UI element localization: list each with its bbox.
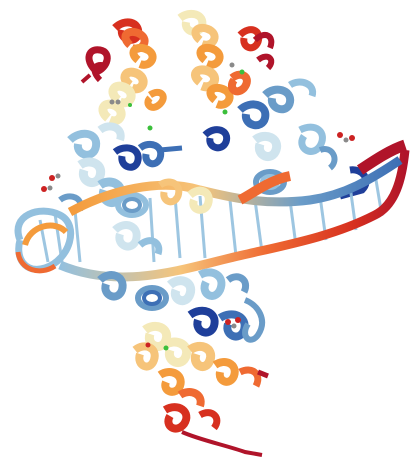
helix-coil [115,192,149,218]
helix-segment [262,85,295,114]
helix-segment [108,81,136,108]
helix-segment [225,273,249,294]
helix-segment [157,178,183,206]
helix-segment [112,221,141,251]
helix-segment [197,268,226,300]
helix-segment [162,403,191,433]
helix-segment [206,83,234,109]
helix-segment [187,306,219,337]
loop [242,297,266,343]
dna-base-pairs [38,173,384,263]
helix-segment [120,67,148,94]
lower-domain [97,268,269,457]
ligand-top [109,62,235,105]
dna-backbone-end [22,222,69,247]
helix-segment [187,186,213,214]
helix-segment [187,341,216,371]
helix-segment [97,122,125,142]
helix-coil [135,285,169,311]
middle-left-blue-domain [58,122,183,218]
helix-coil [142,290,162,306]
central-helices [112,178,213,256]
helix-segment [198,409,221,431]
loop [159,145,183,153]
helix-segment [212,358,239,386]
dna-double-helix [14,139,410,282]
c-terminal-tail [181,430,263,457]
ligands [41,62,355,351]
helix-segment [287,78,317,98]
helix-segment [252,31,275,50]
helix-segment [91,62,108,83]
ions-green [128,69,245,351]
helix-segment [157,368,185,396]
top-right-domain [177,9,275,109]
helix-segment [237,100,270,130]
helix-segment [191,23,219,49]
helix-segment [137,237,163,256]
helix-segment [67,129,101,159]
helix-segment [137,140,165,168]
dna-strand-end [356,139,407,175]
dna-strand-b-highlight [237,171,292,205]
top-left-domain [80,18,167,126]
helix-segment [97,271,127,301]
ligand-left [41,173,61,192]
helix-segment [98,99,126,126]
loop [80,73,92,84]
helix-segment [132,342,159,371]
loop [257,369,269,379]
ligand-bottom [145,317,241,348]
helix-segment [196,43,224,69]
helix-segment [298,123,326,155]
helix-segment [238,366,262,388]
dna-strand-a [58,149,410,282]
helix-segment [252,131,282,161]
dna-strand-b [67,156,403,216]
helix-segment [162,337,192,367]
helix-segment [112,144,142,171]
dna-backbone-end [15,251,57,274]
ligand-right [337,132,355,143]
helix-segment [144,88,167,111]
helix-segment [191,65,219,92]
helix-segment [166,276,196,306]
helix-segment [237,26,263,52]
helix-segment [129,43,157,69]
helix-segment [256,53,275,71]
helix-segment [202,126,231,152]
loop [318,146,338,171]
helix-segment [177,388,205,408]
helix-segment [77,157,106,187]
helix-segment [227,70,251,96]
helix-coil [122,197,142,213]
